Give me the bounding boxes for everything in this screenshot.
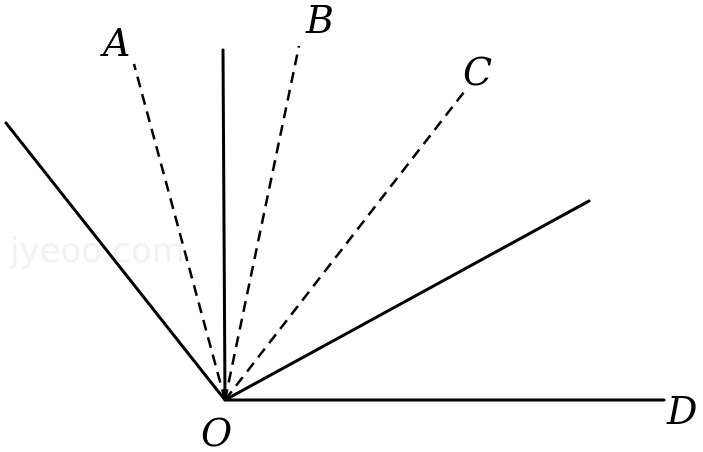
ray-ob-dashed bbox=[223, 45, 301, 401]
label-a: A bbox=[100, 21, 130, 65]
ray-oc-dashed bbox=[224, 91, 465, 401]
ray-upper-left bbox=[4, 121, 227, 402]
ray-vertical bbox=[221, 48, 227, 402]
label-o: O bbox=[201, 411, 232, 452]
label-d: D bbox=[666, 389, 697, 433]
label-c: C bbox=[463, 50, 492, 94]
label-b: B bbox=[305, 0, 334, 42]
ray-upper-right bbox=[223, 199, 591, 402]
ray-oa-dashed bbox=[132, 63, 227, 401]
